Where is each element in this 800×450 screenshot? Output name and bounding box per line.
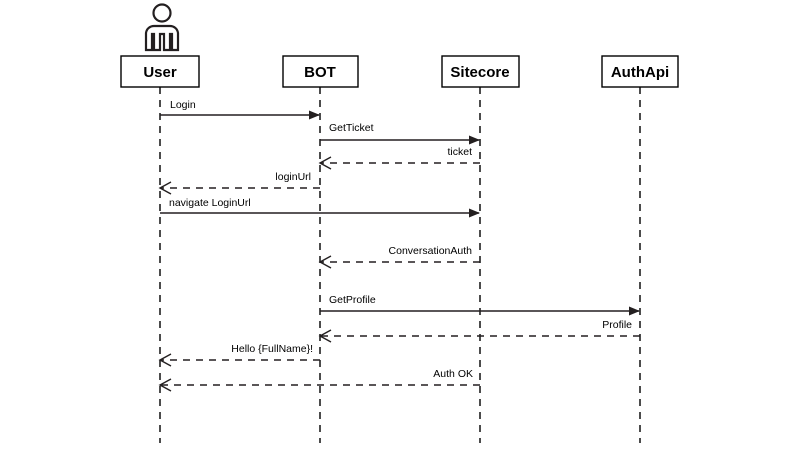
message-m10[interactable]: Auth OK xyxy=(158,368,480,392)
participant-user[interactable]: User xyxy=(120,55,200,88)
user-actor-icon xyxy=(144,3,180,52)
arrowhead-m9 xyxy=(158,353,172,367)
message-m3[interactable]: ticket xyxy=(318,146,480,170)
message-m9[interactable]: Hello {FullName}! xyxy=(158,343,320,367)
arrowhead-m5 xyxy=(469,208,480,218)
participant-box-sitecore[interactable] xyxy=(441,55,520,88)
arrowhead-m2 xyxy=(469,135,480,145)
participant-label-user: User xyxy=(143,64,177,81)
participant-label-authapi: AuthApi xyxy=(611,64,669,81)
message-m4[interactable]: loginUrl xyxy=(158,171,320,195)
message-label-m9: Hello {FullName}! xyxy=(231,343,313,355)
message-m6[interactable]: ConversationAuth xyxy=(318,245,480,269)
message-label-m7: GetProfile xyxy=(329,294,376,306)
message-m1[interactable]: Login xyxy=(160,99,320,120)
message-label-m6: ConversationAuth xyxy=(389,245,473,257)
message-label-m5: navigate LoginUrl xyxy=(169,197,251,209)
message-label-m4: loginUrl xyxy=(275,171,311,183)
message-label-m10: Auth OK xyxy=(433,368,473,380)
arrowhead-m1 xyxy=(309,110,320,120)
message-m7[interactable]: GetProfile xyxy=(320,294,640,316)
participant-bot[interactable]: BOT xyxy=(282,55,359,88)
participant-box-user[interactable] xyxy=(120,55,200,88)
actor-head-icon xyxy=(152,3,172,23)
participant-box-authapi[interactable] xyxy=(601,55,679,88)
participant-box-bot[interactable] xyxy=(282,55,359,88)
arrowhead-m6 xyxy=(318,255,332,269)
participant-authapi[interactable]: AuthApi xyxy=(601,55,679,88)
message-label-m8: Profile xyxy=(602,319,632,331)
message-m5[interactable]: navigate LoginUrl xyxy=(160,197,480,218)
participant-sitecore[interactable]: Sitecore xyxy=(441,55,520,88)
participant-label-bot: BOT xyxy=(304,64,336,81)
arrowhead-m4 xyxy=(158,181,172,195)
arrowhead-m7 xyxy=(629,306,640,316)
message-m2[interactable]: GetTicket xyxy=(320,122,480,145)
actor-body-icon xyxy=(144,24,180,52)
message-label-m3: ticket xyxy=(447,146,472,158)
arrowhead-m10 xyxy=(158,378,172,392)
arrowhead-m8 xyxy=(318,329,332,343)
message-label-m2: GetTicket xyxy=(329,122,374,134)
arrowhead-m3 xyxy=(318,156,332,170)
message-label-m1: Login xyxy=(170,99,196,111)
participant-label-sitecore: Sitecore xyxy=(450,64,509,81)
message-m8[interactable]: Profile xyxy=(318,319,640,343)
